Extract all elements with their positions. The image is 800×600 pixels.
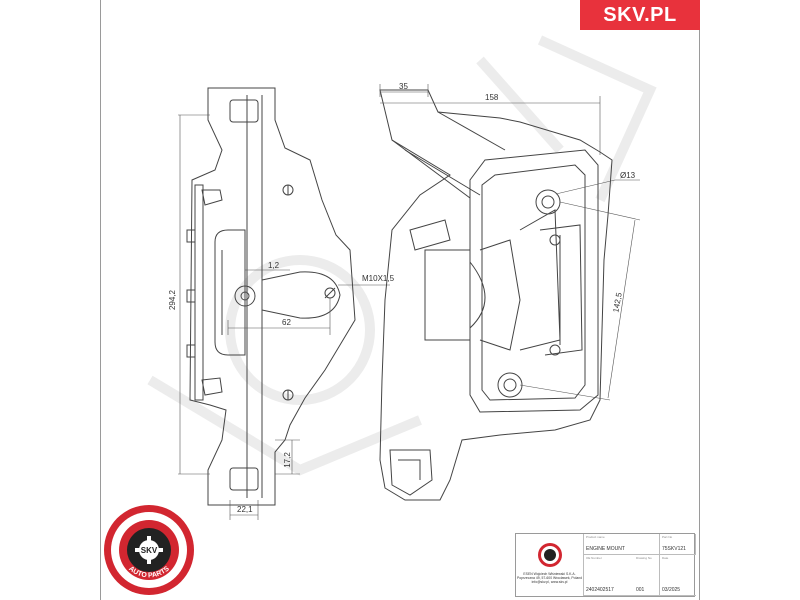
company-logo-icon — [538, 543, 562, 567]
dim-thread: M10X1,5 — [362, 274, 395, 283]
dim-62: 62 — [282, 318, 291, 327]
date: 03/2025 — [662, 586, 681, 593]
company-line-2: Poprzeczna 49, 57-600 Wrocławek, Poland — [517, 576, 582, 580]
dim-diameter-13: Ø13 — [620, 171, 636, 180]
seal-center-text: SKV — [141, 546, 158, 555]
front-view-dimensions — [178, 114, 390, 520]
dim-1-2: 1,2 — [268, 261, 280, 270]
brand-logo: SKV.PL — [580, 0, 700, 30]
part-number: 75SKV121 — [662, 545, 686, 552]
quality-seal: AFTERMARKET PRICE • OE QUALITY AUTO PART… — [104, 505, 194, 595]
hole-bottom — [497, 372, 523, 398]
company-address: ESEN Wojciech Wiśniewski S.K.A. Poprzecz… — [516, 572, 583, 584]
oe-number: 2402402517 — [586, 586, 614, 593]
product-name-cell: Product name ENGINE MOUNT — [584, 534, 660, 555]
drawing-number-cell: Drawing No 001 — [634, 554, 660, 596]
dim-35: 35 — [399, 82, 408, 91]
gear-icon — [135, 536, 163, 564]
side-view-dimensions — [379, 84, 641, 401]
upper-slot — [229, 99, 259, 123]
date-cell: Date 03/2025 — [660, 555, 696, 596]
drawing-frame — [100, 0, 700, 600]
side-view — [379, 89, 613, 501]
product-name: ENGINE MOUNT — [586, 545, 625, 552]
center-boss — [234, 285, 256, 307]
dim-158: 158 — [485, 93, 499, 102]
dim-142: 142,5 — [611, 291, 623, 313]
dim-22: 22,1 — [237, 505, 253, 514]
front-view — [186, 87, 356, 506]
title-block-logo-cell: ESEN Wojciech Wiśniewski S.K.A. Poprzecz… — [516, 534, 584, 596]
dim-17: 17,2 — [283, 452, 292, 468]
company-line-1: ESEN Wojciech Wiśniewski S.K.A. — [523, 572, 576, 576]
lower-slot — [229, 467, 259, 491]
dim-294: 294,2 — [168, 289, 177, 310]
drawing-number: 001 — [636, 586, 645, 593]
background-watermark — [147, 35, 657, 476]
part-number-cell: Part No 75SKV121 — [660, 534, 696, 555]
company-line-3: info@skv.pl, www.skv.pl — [531, 580, 568, 584]
title-block: ESEN Wojciech Wiśniewski S.K.A. Poprzecz… — [515, 533, 696, 597]
side-outline — [379, 89, 613, 501]
oe-number-cell: OE Number 2402402517 — [584, 555, 634, 596]
